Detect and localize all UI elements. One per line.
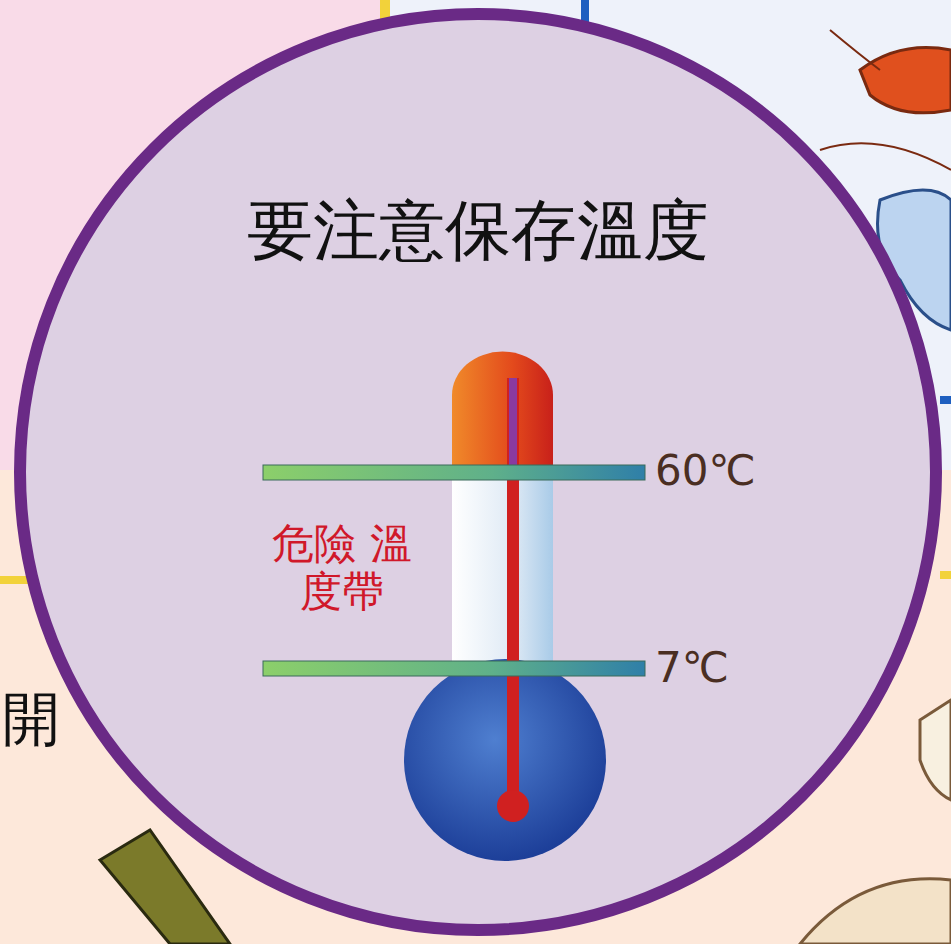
panel-divider	[0, 576, 30, 584]
panel-text: 開	[2, 688, 60, 752]
thermometer	[263, 352, 645, 861]
panel-divider	[940, 571, 951, 579]
temperature-label: 60℃	[655, 448, 756, 494]
panel-divider	[940, 396, 951, 404]
temperature-label: 7℃	[655, 645, 729, 691]
title-text: 要注意保存溫度	[247, 195, 709, 268]
main-circle	[20, 14, 936, 930]
danger-zone-label: 危險 溫度帶	[262, 520, 422, 617]
